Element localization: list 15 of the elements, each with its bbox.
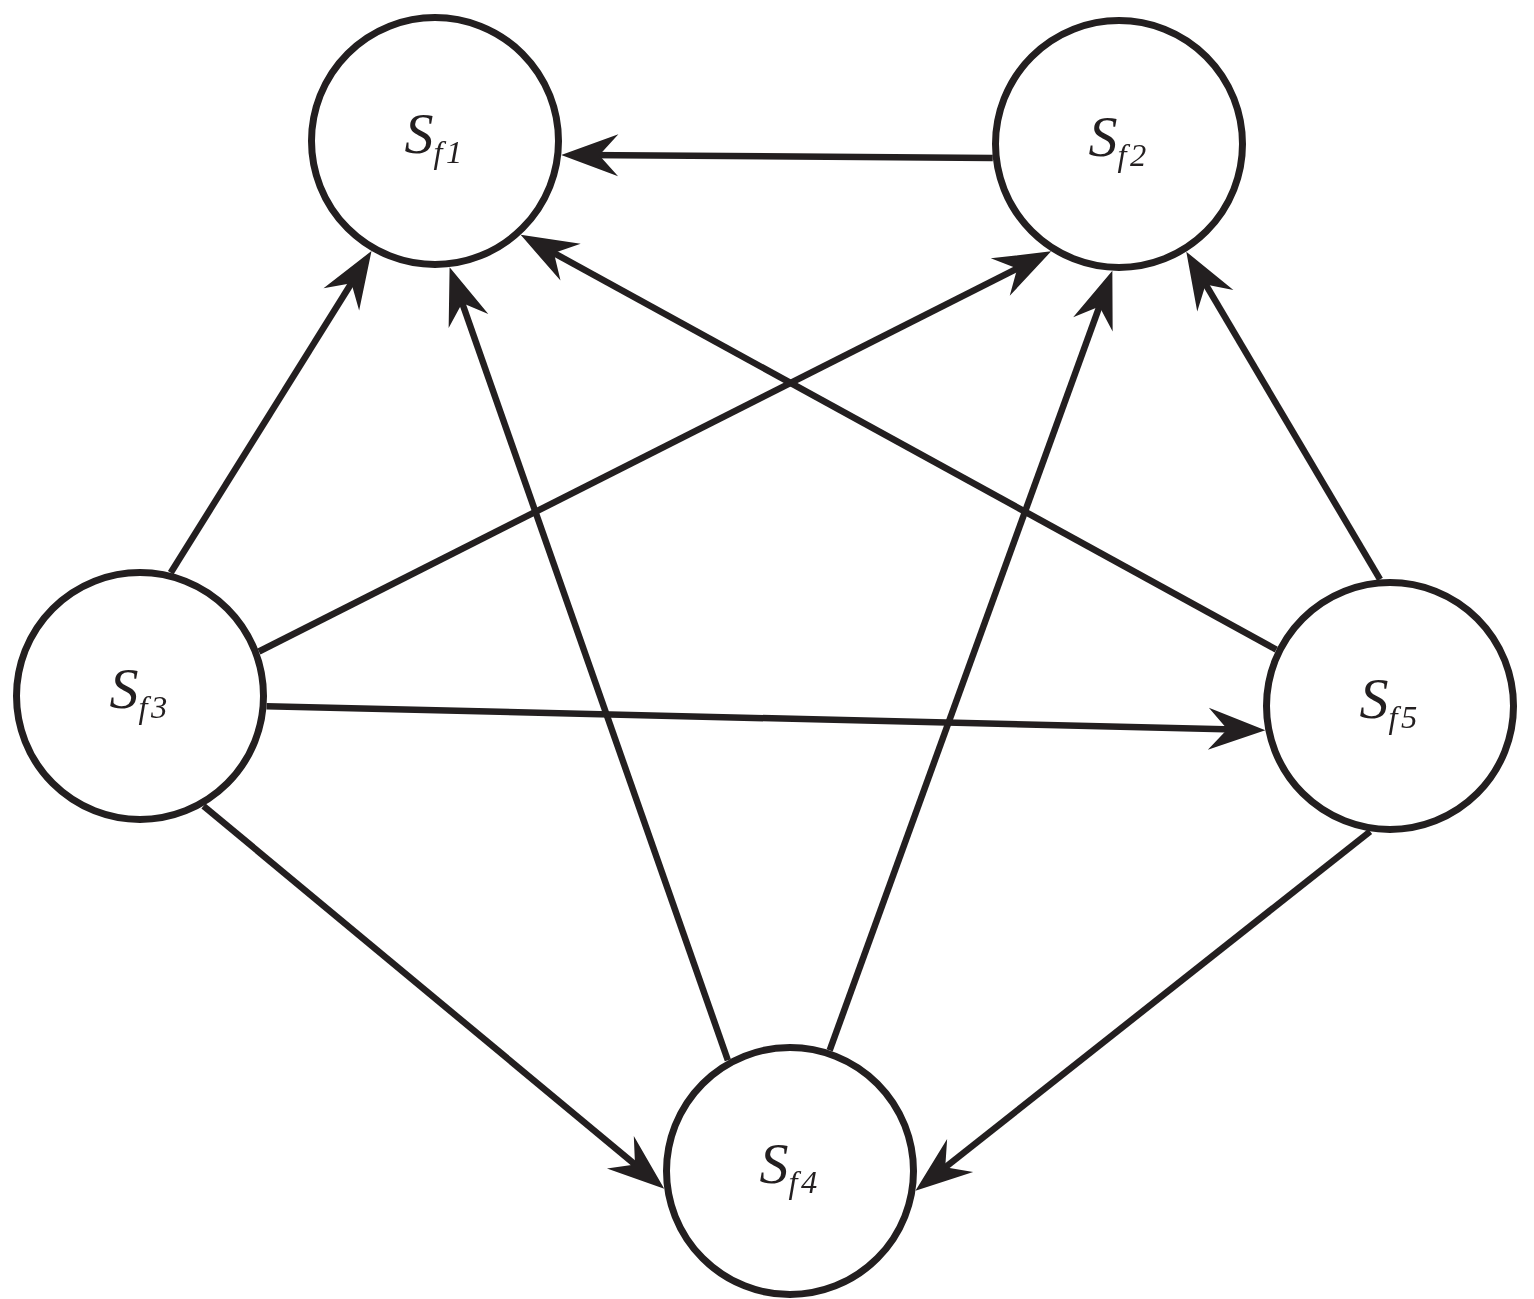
arrow bbox=[1186, 251, 1383, 582]
node-label: S$_{f1}$ bbox=[403, 99, 467, 172]
arrow bbox=[266, 702, 1266, 750]
arrow bbox=[520, 234, 1278, 653]
node-label: S$_{f5}$ bbox=[1358, 664, 1422, 737]
arrow bbox=[561, 134, 993, 177]
arrow bbox=[167, 251, 372, 575]
arrow bbox=[448, 267, 731, 1062]
arrow bbox=[201, 803, 665, 1189]
node-label: S$_{f3}$ bbox=[108, 654, 172, 727]
node-label: S$_{f2}$ bbox=[1087, 102, 1151, 175]
arrow bbox=[257, 251, 1052, 655]
arrow bbox=[915, 828, 1373, 1191]
arrow bbox=[826, 270, 1113, 1052]
node-label: S$_{f4}$ bbox=[758, 1129, 822, 1202]
